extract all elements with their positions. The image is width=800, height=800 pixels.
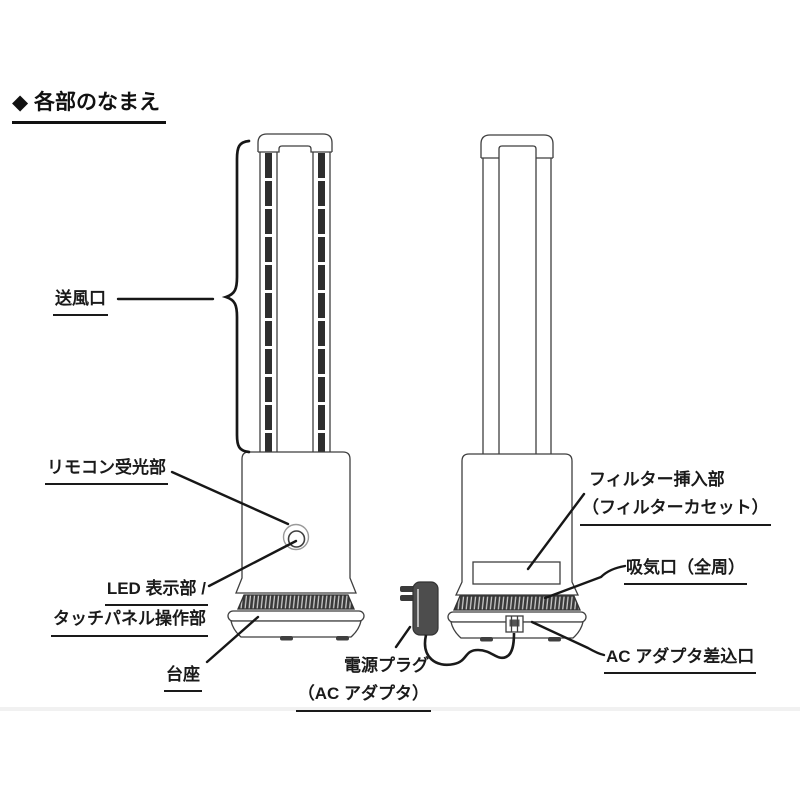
page-title: ◆ 各部のなまえ <box>12 86 166 124</box>
power-button-inner <box>287 530 306 548</box>
tower-cap <box>257 133 333 152</box>
right-unit-drawing <box>447 134 587 642</box>
leader-pedestal <box>205 615 260 664</box>
leader-led-display <box>207 539 298 588</box>
leader-remote-receiver <box>170 470 290 526</box>
adapter-body <box>412 581 439 636</box>
label-intake: 吸気口（全周） <box>624 555 747 586</box>
ac-socket <box>505 615 524 633</box>
label-led-display: LED 表示部 / タッチパネル操作部 <box>28 576 208 637</box>
callout-lines <box>116 139 627 664</box>
power-button-outer <box>282 523 310 551</box>
label-filter: フィルター挿入部 （フィルターカセット） <box>580 467 771 526</box>
tower-cap-notch-rear <box>498 145 537 158</box>
label-remote-receiver: リモコン受光部 <box>45 455 168 486</box>
plug-prong <box>400 586 415 592</box>
leader-intake <box>543 564 627 600</box>
filter-slot <box>472 561 561 585</box>
right-foot <box>548 637 561 642</box>
ac-adapter-drawing <box>400 581 516 667</box>
left-base-body <box>235 451 357 594</box>
leader-filter <box>526 492 586 571</box>
right-foot <box>480 637 493 642</box>
label-pedestal: 台座 <box>164 662 202 693</box>
leader-ac-socket <box>530 620 606 657</box>
plug-prong <box>400 595 415 601</box>
air-outlet-brace <box>221 139 251 454</box>
label-power-plug: 電源プラグ （AC アダプタ） <box>288 653 431 712</box>
label-ac-socket: AC アダプタ差込口 <box>604 644 757 675</box>
leader-power-plug <box>394 625 412 649</box>
page-edge-line <box>0 707 800 711</box>
left-foot <box>336 636 349 641</box>
right-grille <box>453 595 581 611</box>
power-cable <box>423 632 516 667</box>
left-grille <box>237 594 355 610</box>
tower-cap-rear <box>480 134 554 158</box>
right-base-body <box>454 453 580 596</box>
left-base-plate <box>227 610 365 622</box>
label-air-outlet: 送風口 <box>53 286 108 317</box>
left-foot <box>280 636 293 641</box>
left-base-skirt <box>230 620 362 638</box>
tower-cap-notch <box>258 145 332 153</box>
